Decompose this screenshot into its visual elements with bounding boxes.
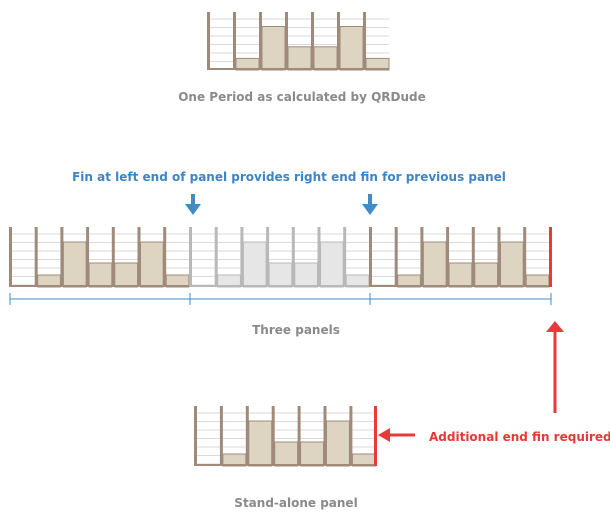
- top-period-fin: [259, 12, 262, 70]
- panel2-well-fill: [242, 241, 267, 288]
- red-up-arrow: [546, 321, 564, 332]
- panel1-fin: [111, 227, 115, 287]
- panel2-well-fill: [268, 262, 293, 288]
- standalone-well-fill: [248, 420, 273, 467]
- panel1-bottom-rail: [9, 285, 189, 287]
- panel1-fin: [137, 227, 141, 287]
- panel3-fin: [420, 227, 424, 287]
- panel3-fin: [446, 227, 450, 287]
- panel1-fin: [9, 227, 12, 287]
- down-arrow-2: [368, 194, 372, 204]
- red-left-arrow: [389, 433, 415, 437]
- down-arrow-1: [185, 204, 201, 215]
- top-period-base: [207, 68, 388, 70]
- top-period-fin: [285, 12, 288, 70]
- standalone-well-fill: [326, 420, 350, 467]
- panel1-well-fill: [140, 241, 164, 288]
- panel2-bottom-rail: [189, 285, 369, 287]
- panel3-well-fill: [500, 241, 524, 288]
- panel1-fin: [34, 227, 38, 287]
- panel3-bottom-rail: [369, 285, 549, 287]
- red-left-arrow: [378, 428, 390, 442]
- standalone-label: Stand-alone panel: [234, 496, 357, 510]
- panel1-fin: [60, 227, 64, 287]
- top-period-fin: [207, 12, 210, 70]
- panel1-well-fill: [114, 262, 139, 288]
- top-period-fin: [337, 12, 340, 70]
- panel2-fin: [266, 227, 270, 287]
- panel2-fin: [214, 227, 218, 287]
- panel3-fin: [369, 227, 372, 287]
- standalone-well-fill: [274, 441, 299, 467]
- panel3-well-fill: [422, 241, 447, 288]
- down-arrow-2: [362, 204, 378, 215]
- standalone-bottom-rail: [194, 464, 376, 466]
- standalone-fin: [323, 406, 327, 466]
- panel3-well-fill: [448, 262, 473, 288]
- panel1-fin: [86, 227, 90, 287]
- top-period-fin: [363, 12, 366, 70]
- panel-graphics: [9, 12, 564, 467]
- top-period-well-fill: [261, 26, 286, 71]
- panel2-fin: [189, 227, 192, 287]
- top-period-well-fill: [287, 46, 312, 71]
- panel3-well-fill: [474, 262, 498, 288]
- top-period-fin: [311, 12, 314, 70]
- panel3-fin: [394, 227, 398, 287]
- panel3-fin: [523, 227, 527, 287]
- standalone-well-fill: [300, 441, 325, 467]
- top-period-well-fill: [313, 46, 338, 71]
- panel1-fin: [163, 227, 167, 287]
- panel2-fin: [240, 227, 244, 287]
- panel2-well-fill: [320, 241, 344, 288]
- panel3-fin: [471, 227, 475, 287]
- red-up-arrow: [553, 331, 557, 413]
- additional-fin-label: Additional end fin required: [429, 430, 610, 444]
- standalone-fin: [297, 406, 301, 466]
- panel2-well-fill: [294, 262, 318, 288]
- panel3-fin: [497, 227, 501, 287]
- fin-note: Fin at left end of panel provides right …: [72, 170, 506, 184]
- standalone-fin: [271, 406, 275, 466]
- standalone-end-fin: [374, 406, 377, 466]
- panel2-fin: [291, 227, 295, 287]
- panel1-well-fill: [88, 262, 113, 288]
- standalone-fin: [349, 406, 353, 466]
- standalone-fin: [219, 406, 223, 466]
- top-period-fin: [233, 12, 236, 70]
- panel2-fin: [317, 227, 321, 287]
- panel2-fin: [343, 227, 347, 287]
- three-panel-end-fin: [549, 227, 552, 287]
- down-arrow-1: [191, 194, 195, 204]
- panel1-well-fill: [62, 241, 87, 288]
- standalone-fin: [194, 406, 197, 466]
- top-period-well-fill: [339, 26, 364, 71]
- standalone-fin: [245, 406, 249, 466]
- one-period-label: One Period as calculated by QRDude: [178, 90, 426, 104]
- three-panels-label: Three panels: [252, 323, 340, 337]
